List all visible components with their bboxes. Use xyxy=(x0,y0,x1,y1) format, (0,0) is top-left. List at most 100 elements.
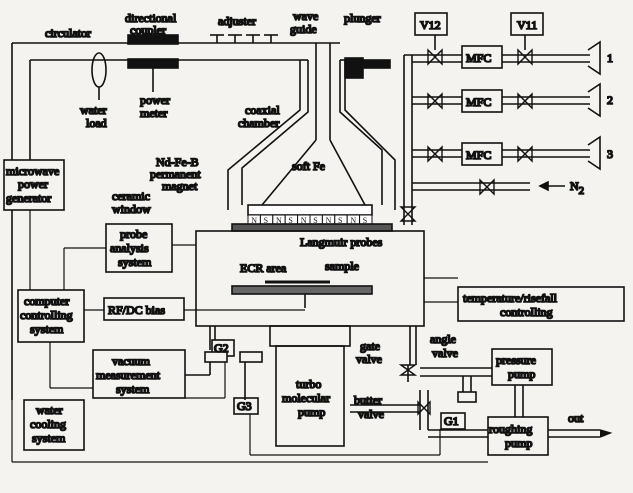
label-g1: G1 xyxy=(444,414,459,428)
mfc-box-3 xyxy=(461,142,503,166)
gas-lines xyxy=(403,40,601,225)
label-turbo-pump: pump xyxy=(298,405,325,419)
label-mfc-2: MFC xyxy=(466,95,491,109)
butter-valve-symbol xyxy=(417,400,431,416)
label-gate: gate xyxy=(360,339,380,353)
roughing-pump-box xyxy=(487,416,549,456)
label-g2: G2 xyxy=(214,341,229,355)
label-wc-system: system xyxy=(32,431,66,445)
label-molecular: molecular xyxy=(282,391,330,405)
label-load: load xyxy=(86,116,107,130)
label-vacuum: vacuum xyxy=(112,354,151,368)
label-out: out xyxy=(568,411,584,425)
magnet-pole-label: S xyxy=(264,216,268,225)
probe-analysis-box xyxy=(105,223,173,273)
label-meter: meter xyxy=(140,106,167,120)
magnet-pole-label: N xyxy=(251,216,257,225)
label-gate-valve: valve xyxy=(356,352,382,366)
label-ceramic: ceramic xyxy=(112,189,150,203)
mfc-box-1 xyxy=(461,45,503,69)
label-v11: V11 xyxy=(517,18,537,32)
label-gas-3: 3 xyxy=(607,147,613,161)
vacuum-measurement-box xyxy=(92,349,186,399)
label-butter-valve: valve xyxy=(358,407,384,421)
label-angle: angle xyxy=(430,332,456,346)
waveguide-line xyxy=(11,42,391,400)
label-permanent: permanent xyxy=(150,167,201,181)
label-guide: guide xyxy=(290,22,317,36)
turbo-flange xyxy=(269,325,351,347)
label-measurement: measurement xyxy=(96,368,161,382)
label-ecr-area: ECR area xyxy=(240,261,287,275)
label-sample: sample xyxy=(325,259,359,273)
label-g3: G3 xyxy=(237,399,252,413)
magnet-pole-label: S xyxy=(363,216,367,225)
g3-box xyxy=(233,397,259,415)
label-microwave: microwave xyxy=(6,164,59,178)
magnet-pole-label: S xyxy=(288,216,292,225)
label-ndfeb: Nd-Fe-B xyxy=(156,155,199,169)
label-coupler: coupler xyxy=(130,23,166,37)
magnet-pole-label: S xyxy=(313,216,317,225)
soft-fe-plate xyxy=(247,204,373,216)
label-wave: wave xyxy=(293,9,318,23)
label-gas-2: 2 xyxy=(607,93,613,107)
coaxial-chamber xyxy=(227,60,396,210)
directional-coupler xyxy=(127,34,179,45)
adjuster-stubs xyxy=(210,34,278,43)
label-wc-water: water xyxy=(36,403,63,417)
label-magnet: magnet xyxy=(162,179,198,193)
label-mfc-3: MFC xyxy=(466,148,491,162)
label-gas-1: 1 xyxy=(607,51,613,65)
label-v12: V12 xyxy=(420,18,441,32)
v12-box xyxy=(414,12,448,36)
gas-valves xyxy=(399,48,533,222)
microwave-generator-box xyxy=(3,159,65,211)
label-coaxial: coaxial xyxy=(245,103,280,117)
label-comp-system: system xyxy=(30,322,64,336)
computer-box xyxy=(17,289,85,343)
ceramic-window xyxy=(231,223,393,232)
turbo-molecular-pump xyxy=(275,345,345,447)
magnet-pole-label: N xyxy=(350,216,356,225)
sample-stage xyxy=(231,285,373,295)
label-plunger: plunger xyxy=(344,11,381,25)
label-circulator: circulator xyxy=(45,26,91,40)
label-n2: N2 xyxy=(570,179,584,197)
label-generator: generator xyxy=(6,191,51,205)
label-cooling: cooling xyxy=(30,417,66,431)
label-rf-dc-bias: RF/DC bias xyxy=(108,303,165,317)
label-pressure-pump: pump xyxy=(508,367,535,381)
label-adjuster: adjuster xyxy=(218,14,256,28)
g1-box xyxy=(440,412,466,430)
label-water: water xyxy=(80,103,107,117)
rf-dc-bias-box xyxy=(103,297,185,321)
label-roughing: roughing xyxy=(489,422,532,436)
label-controlling: controlling xyxy=(20,308,73,322)
label-mfc-1: MFC xyxy=(466,51,491,65)
label-power: power xyxy=(140,93,170,107)
v11-box xyxy=(510,12,544,36)
mfc-box-2 xyxy=(461,89,503,113)
label-probe: probe xyxy=(120,227,147,241)
label-chamber: chamber xyxy=(238,116,279,130)
gate-valve-symbol xyxy=(398,364,418,376)
label-window: window xyxy=(112,202,151,216)
water-cooling-box xyxy=(23,399,85,451)
plunger-rod xyxy=(359,59,391,69)
label-vac-system: system xyxy=(116,382,150,396)
magnet-pole-label: N xyxy=(301,216,307,225)
water-load xyxy=(91,52,107,100)
magnet-pole-label: S xyxy=(338,216,342,225)
label-analysis: analysis xyxy=(110,241,149,255)
label-temperature: temperature/risefall xyxy=(463,291,558,305)
magnet-pole-label: N xyxy=(276,216,282,225)
label-soft-fe: soft Fe xyxy=(292,159,325,173)
label-pa-system: system xyxy=(118,255,152,269)
label-directional: directional xyxy=(125,11,177,25)
label-angle-valve: valve xyxy=(432,346,458,360)
label-pressure: pressure xyxy=(496,353,536,367)
